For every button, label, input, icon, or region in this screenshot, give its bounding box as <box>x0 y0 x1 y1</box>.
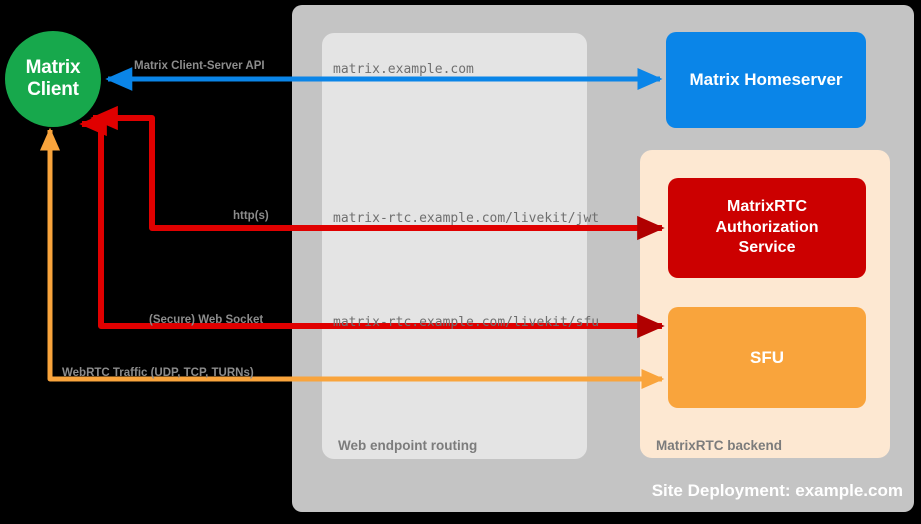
node-matrix-client[interactable]: Matrix Client <box>5 31 101 127</box>
edge-label-matrix-client-server-api: Matrix Client-Server API <box>134 60 265 72</box>
url-label-matrix-example-com: matrix.example.com <box>333 62 474 77</box>
caption-matrixrtc-backend: MatrixRTC backend <box>656 438 783 453</box>
caption-web-endpoint-routing: Web endpoint routing <box>338 438 478 453</box>
edge-webrtc-traffic <box>39 127 665 390</box>
node-matrix-client-line2: Client <box>27 79 79 100</box>
edge-label-webrtc-traffic: WebRTC Traffic (UDP, TCP, TURNs) <box>62 367 254 379</box>
node-sfu-label: SFU <box>750 347 784 367</box>
node-matrix-client-line1: Matrix <box>25 56 81 78</box>
url-label-livekit-jwt: matrix-rtc.example.com/livekit/jwt <box>333 211 600 226</box>
node-auth-line2: Authorization <box>715 218 819 236</box>
node-matrix-homeserver-label: Matrix Homeserver <box>689 70 843 89</box>
node-auth-line3: Service <box>738 239 796 257</box>
url-label-livekit-sfu: matrix-rtc.example.com/livekit/sfu <box>333 315 600 330</box>
node-matrix-homeserver[interactable]: Matrix Homeserver <box>666 32 866 128</box>
node-matrixrtc-authorization-service[interactable]: MatrixRTC Authorization Service <box>668 178 866 278</box>
edge-label-secure-web-socket: (Secure) Web Socket <box>149 314 264 326</box>
node-auth-line1: MatrixRTC <box>726 198 807 216</box>
edge-label-https: http(s) <box>233 210 269 222</box>
caption-site-deployment: Site Deployment: example.com <box>651 481 903 500</box>
node-sfu[interactable]: SFU <box>668 307 866 408</box>
